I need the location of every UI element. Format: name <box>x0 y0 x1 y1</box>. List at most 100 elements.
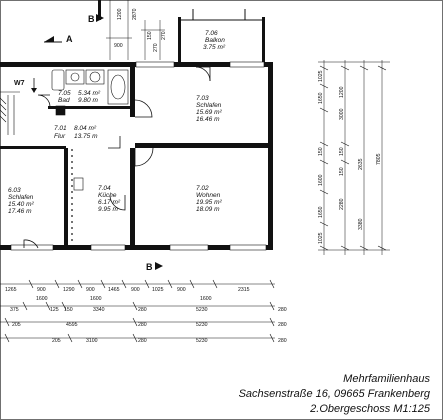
stair-detail <box>0 91 20 135</box>
svg-text:2315: 2315 <box>238 287 250 293</box>
svg-text:280: 280 <box>138 307 147 313</box>
svg-text:7.03: 7.03 <box>196 95 209 102</box>
svg-text:205: 205 <box>12 322 21 328</box>
svg-text:19.95 m²: 19.95 m² <box>196 199 222 206</box>
svg-text:7.05: 7.05 <box>58 90 71 97</box>
svg-text:Flur: Flur <box>54 133 66 140</box>
section-marker-a: A <box>44 34 73 44</box>
window-w7-label: W7 <box>14 80 25 87</box>
svg-text:5230: 5230 <box>196 307 208 313</box>
balcony-outline <box>181 9 262 21</box>
svg-text:1200: 1200 <box>117 8 123 20</box>
room-label-schlafen-703: 7.03 Schlafen 15.69 m² 16.46 m <box>196 95 222 123</box>
svg-text:7.04: 7.04 <box>98 185 111 192</box>
svg-text:1600: 1600 <box>90 296 102 302</box>
svg-text:3.75 m²: 3.75 m² <box>203 44 226 51</box>
room-label-balkon: 7.06 Balkon 3.75 m² <box>203 30 226 51</box>
svg-text:1025: 1025 <box>318 232 324 244</box>
svg-text:900: 900 <box>177 287 186 293</box>
title-block-line-3: 2.Obergeschoss M1:125 <box>310 403 430 415</box>
svg-text:1200: 1200 <box>339 86 345 98</box>
svg-text:280: 280 <box>278 338 287 344</box>
section-b-bottom-label: B <box>146 262 153 272</box>
svg-text:1600: 1600 <box>200 296 212 302</box>
svg-text:1465: 1465 <box>108 287 120 293</box>
svg-text:205: 205 <box>52 338 61 344</box>
svg-text:1650: 1650 <box>318 206 324 218</box>
svg-text:1600: 1600 <box>36 296 48 302</box>
svg-text:Bad: Bad <box>58 97 70 104</box>
svg-text:5.34 m²: 5.34 m² <box>78 90 101 97</box>
svg-text:280: 280 <box>278 307 287 313</box>
walls <box>0 0 273 250</box>
svg-text:4595: 4595 <box>66 322 78 328</box>
svg-text:900: 900 <box>37 287 46 293</box>
svg-text:3100: 3100 <box>86 338 98 344</box>
svg-text:15.40 m²: 15.40 m² <box>8 201 34 208</box>
svg-text:8.04 m²: 8.04 m² <box>74 125 97 132</box>
svg-text:7.06: 7.06 <box>205 30 218 37</box>
top-dimension-lines <box>106 0 165 60</box>
bottom-dimension-ticks <box>4 279 275 343</box>
svg-text:13.75 m: 13.75 m <box>74 133 98 140</box>
kitchen-counter <box>71 149 73 241</box>
svg-text:1650: 1650 <box>318 92 324 104</box>
svg-text:9.95 m: 9.95 m <box>98 206 118 213</box>
top-dimension-labels: 1200 2870 900 270 150 270 <box>114 8 167 52</box>
section-marker-b-top: B <box>88 14 104 24</box>
svg-text:125: 125 <box>50 307 59 313</box>
svg-text:7.01: 7.01 <box>54 125 67 132</box>
svg-text:150: 150 <box>147 31 153 40</box>
svg-text:2635: 2635 <box>358 158 364 170</box>
svg-text:1025: 1025 <box>318 70 324 82</box>
svg-text:900: 900 <box>114 43 123 49</box>
kitchen-appliance <box>73 177 84 191</box>
svg-text:3340: 3340 <box>93 307 105 313</box>
section-a-label: A <box>66 34 73 44</box>
door-swings <box>23 66 211 249</box>
left-wall-hatch <box>0 97 7 123</box>
svg-text:7805: 7805 <box>376 153 382 165</box>
svg-text:270: 270 <box>161 31 167 40</box>
bottom-dimension-lines <box>0 283 275 339</box>
title-block-line-1: Mehrfamilienhaus <box>343 373 430 385</box>
bathroom-fixtures <box>51 69 129 116</box>
svg-text:150: 150 <box>318 147 324 156</box>
svg-text:9.80 m: 9.80 m <box>78 97 98 104</box>
svg-text:2870: 2870 <box>132 8 138 20</box>
svg-text:1290: 1290 <box>63 287 75 293</box>
svg-text:16.46 m: 16.46 m <box>196 116 220 123</box>
svg-text:150: 150 <box>339 167 345 176</box>
svg-text:280: 280 <box>138 322 147 328</box>
svg-text:3000: 3000 <box>339 108 345 120</box>
svg-text:Küche: Küche <box>98 192 117 199</box>
room-label-wohnen: 7.02 Wohnen 19.95 m² 18.09 m <box>196 185 222 213</box>
svg-text:2280: 2280 <box>339 198 345 210</box>
svg-text:3380: 3380 <box>358 218 364 230</box>
window-openings <box>10 61 267 251</box>
svg-text:Schlafen: Schlafen <box>8 194 34 201</box>
svg-text:280: 280 <box>138 338 147 344</box>
svg-text:Balkon: Balkon <box>205 37 225 44</box>
bottom-dimension-labels: 1265 900 1290 900 1465 900 1025 900 2315… <box>5 287 287 344</box>
svg-text:1025: 1025 <box>152 287 164 293</box>
right-dimension-labels: 1025 1650 150 1600 1650 1025 1200 150 30… <box>318 70 382 244</box>
section-marker-b-bottom: B <box>146 262 163 272</box>
svg-text:150: 150 <box>64 307 73 313</box>
svg-text:5230: 5230 <box>196 322 208 328</box>
room-label-schlafen-603: 6.03 Schlafen 15.40 m² 17.46 m <box>8 187 34 215</box>
svg-text:Wohnen: Wohnen <box>196 192 221 199</box>
svg-text:Schlafen: Schlafen <box>196 102 222 109</box>
title-block-line-2: Sachsenstraße 16, 09665 Frankenberg <box>238 388 430 400</box>
room-label-flur: 7.01 8.04 m² Flur 13.75 m <box>54 125 98 140</box>
svg-text:900: 900 <box>131 287 140 293</box>
svg-text:15.69 m²: 15.69 m² <box>196 109 222 116</box>
svg-text:7.02: 7.02 <box>196 185 209 192</box>
section-b-label: B <box>88 14 95 24</box>
svg-text:375: 375 <box>10 307 19 313</box>
svg-text:270: 270 <box>153 43 159 52</box>
svg-text:18.09 m: 18.09 m <box>196 206 220 213</box>
svg-text:5230: 5230 <box>196 338 208 344</box>
svg-text:150: 150 <box>339 147 345 156</box>
